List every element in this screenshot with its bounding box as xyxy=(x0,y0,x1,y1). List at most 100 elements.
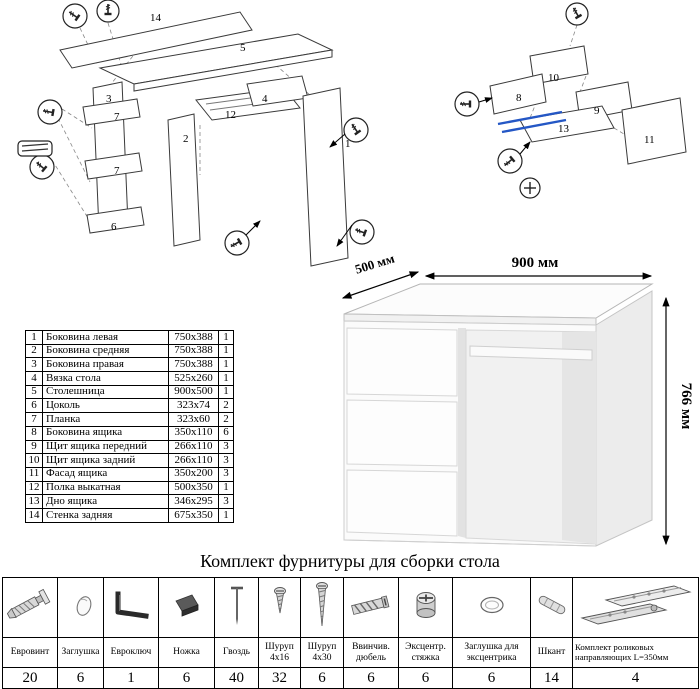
tabletop-panel xyxy=(98,33,334,92)
desk-tabletop xyxy=(343,283,654,319)
hardware-qty-cell: 6 xyxy=(343,667,399,689)
hardware-icon-cell xyxy=(398,577,453,638)
dowel-screw-icon xyxy=(351,595,390,615)
hardware-icon-cell xyxy=(530,577,573,638)
middle-side-panel xyxy=(167,113,201,247)
keyboard-tray xyxy=(469,345,593,361)
exploded-view-desk: 14 5 3 7 7 6 12 2 4 1 xyxy=(17,0,375,267)
part-number-label: 3 xyxy=(106,93,112,105)
part-size-cell: 350x110 xyxy=(168,425,219,441)
hardware-name-cell: Евровинт xyxy=(2,637,58,668)
depth-dimension-label: 500 мм xyxy=(353,251,396,277)
part-qty-cell: 1 xyxy=(218,357,234,373)
drawer-front-bottom xyxy=(346,469,458,537)
hardware-icon-cell xyxy=(57,577,104,638)
hardware-name-cell: Заглушка для эксцентрика xyxy=(452,637,531,668)
part-name-cell: Вязка стола xyxy=(42,371,169,386)
part-name-cell: Боковина левая xyxy=(42,330,169,345)
part-qty-cell: 6 xyxy=(218,425,234,441)
part-size-cell: 266x110 xyxy=(168,453,219,468)
hardware-qty-cell: 4 xyxy=(572,667,699,689)
part-number-label: 5 xyxy=(240,42,246,54)
roller-slide-rails-highlight xyxy=(497,110,567,134)
part-size-cell: 675x350 xyxy=(168,507,219,523)
part-number-cell: 12 xyxy=(25,480,43,496)
hardware-name-cell: Эксцентр. стяжка xyxy=(398,637,453,668)
desk-base-line xyxy=(343,539,597,547)
hardware-qty-cell: 6 xyxy=(398,667,453,689)
dimension-width: 900 мм xyxy=(424,255,653,280)
part-name-cell: Фасад ящика xyxy=(42,466,169,482)
part-number-label: 13 xyxy=(558,123,570,135)
width-dimension-label: 900 мм xyxy=(512,255,559,271)
part-number-label: 2 xyxy=(183,133,189,145)
part-size-cell: 346x295 xyxy=(168,494,219,509)
hardware-name-cell: Комплект роликовых направляющих L=350мм xyxy=(572,637,699,668)
part-number-cell: 9 xyxy=(25,439,43,455)
tie-panel xyxy=(246,75,309,107)
part-callout-numbers: 10 8 9 13 11 xyxy=(516,72,655,146)
part-name-cell: Столешница xyxy=(42,384,169,400)
part-qty-cell: 3 xyxy=(218,439,234,455)
part-number-label: 11 xyxy=(644,134,655,146)
part-qty-cell: 3 xyxy=(218,453,234,468)
part-qty-cell: 1 xyxy=(218,480,234,496)
part-name-cell: Щит ящика задний xyxy=(42,453,169,468)
hardware-icon-row xyxy=(2,577,699,638)
drawer-block-shadow xyxy=(458,328,466,538)
part-name-cell: Дно ящика xyxy=(42,494,169,509)
hardware-qty-cell: 6 xyxy=(57,667,104,689)
part-number-label: 12 xyxy=(225,109,236,121)
part-number-cell: 4 xyxy=(25,371,43,386)
wood-dowel-icon xyxy=(538,595,565,615)
part-number-label: 9 xyxy=(594,105,600,117)
drawer-side-panel-left xyxy=(489,73,547,115)
fastener-callout-circle xyxy=(29,0,375,256)
hardware-qty-cell: 20 xyxy=(2,667,58,689)
hardware-name-cell: Заглушка xyxy=(57,637,104,668)
height-dimension-label: 766 мм xyxy=(678,383,694,430)
hardware-name-cell: Шуруп 4x16 xyxy=(258,637,301,668)
page-title: Комплект фурнитуры для сборки стола xyxy=(200,551,500,571)
part-number-cell: 8 xyxy=(25,425,43,441)
hardware-name-cell: Ввинчив. дюбель xyxy=(343,637,399,668)
callout-arrows xyxy=(245,133,353,247)
part-number-cell: 10 xyxy=(25,453,43,468)
part-qty-cell: 1 xyxy=(218,330,234,345)
part-name-cell: Цоколь xyxy=(42,398,169,414)
hardware-qty-cell: 6 xyxy=(158,667,215,689)
part-name-cell: Боковина правая xyxy=(42,357,169,373)
part-number-label: 4 xyxy=(262,93,268,105)
part-size-cell: 525x260 xyxy=(168,371,219,386)
hardware-kit-table: Евровинт Заглушка Евроключ Ножка Гвоздь … xyxy=(2,577,699,689)
hardware-icon-cell xyxy=(214,577,259,638)
part-size-cell: 750x388 xyxy=(168,357,219,373)
part-number-label: 6 xyxy=(111,221,117,233)
part-qty-cell: 1 xyxy=(218,371,234,386)
part-size-cell: 750x388 xyxy=(168,343,219,359)
hardware-name-cell: Гвоздь xyxy=(214,637,259,668)
part-size-cell: 750x388 xyxy=(168,330,219,345)
drawer-front-top xyxy=(346,327,458,397)
part-qty-cell: 1 xyxy=(218,343,234,359)
part-size-cell: 500x350 xyxy=(168,480,219,496)
part-qty-cell: 1 xyxy=(218,384,234,400)
part-number-label: 14 xyxy=(150,12,162,24)
drawer-bottom-panel xyxy=(519,105,615,143)
part-number-label: 10 xyxy=(548,72,560,84)
part-number-label: 1 xyxy=(345,138,351,150)
hardware-icon-cell xyxy=(300,577,344,638)
hex-key-icon xyxy=(115,591,149,619)
drawer-front-middle xyxy=(346,399,458,467)
part-number-cell: 3 xyxy=(25,357,43,373)
hardware-qty-cell: 40 xyxy=(214,667,259,689)
desk-right-side-panel xyxy=(595,290,653,547)
